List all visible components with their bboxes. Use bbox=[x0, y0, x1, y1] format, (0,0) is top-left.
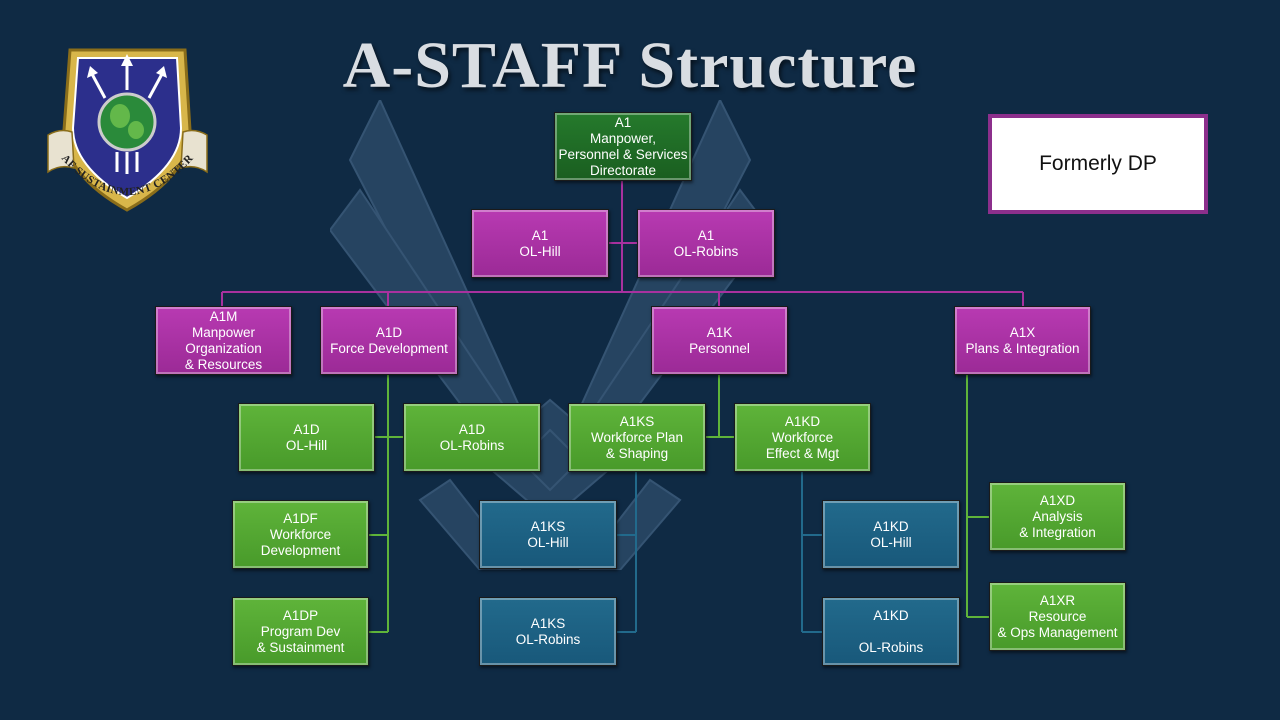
box-a1-ol-robins[interactable]: A1 OL-Robins bbox=[637, 209, 775, 278]
a1d-connectors bbox=[369, 375, 403, 633]
box-a1ks-ol-robins[interactable]: A1KS OL-Robins bbox=[479, 597, 617, 666]
magenta-connectors bbox=[221, 180, 1024, 306]
box-a1-ol-hill[interactable]: A1 OL-Hill bbox=[471, 209, 609, 278]
a1x-connectors bbox=[966, 375, 989, 618]
box-a1k[interactable]: A1K Personnel bbox=[651, 306, 788, 375]
af-sustainment-center-shield-icon: AF SUSTAINMENT CENTER bbox=[47, 48, 208, 212]
a1k-connectors bbox=[705, 375, 734, 438]
box-a1df[interactable]: A1DF Workforce Development bbox=[232, 500, 369, 569]
box-a1kd[interactable]: A1KD Workforce Effect & Mgt bbox=[734, 403, 871, 472]
box-a1m[interactable]: A1M Manpower Organization & Resources bbox=[155, 306, 292, 375]
box-a1xr[interactable]: A1XR Resource & Ops Management bbox=[989, 582, 1126, 651]
box-a1kd-ol-robins[interactable]: A1KD OL-Robins bbox=[822, 597, 960, 666]
box-a1d-ol-robins[interactable]: A1D OL-Robins bbox=[403, 403, 541, 472]
page-title: A-STAFF Structure bbox=[342, 29, 918, 102]
box-a1dp[interactable]: A1DP Program Dev & Sustainment bbox=[232, 597, 369, 666]
box-a1ks-ol-hill[interactable]: A1KS OL-Hill bbox=[479, 500, 617, 569]
box-a1-directorate[interactable]: A1 Manpower, Personnel & Services Direct… bbox=[554, 112, 692, 181]
blue-connectors bbox=[616, 471, 822, 633]
box-a1kd-ol-hill[interactable]: A1KD OL-Hill bbox=[822, 500, 960, 569]
box-a1x[interactable]: A1X Plans & Integration bbox=[954, 306, 1091, 375]
note-formerly-dp: Formerly DP bbox=[988, 114, 1208, 214]
box-a1d-ol-hill[interactable]: A1D OL-Hill bbox=[238, 403, 375, 472]
box-a1xd[interactable]: A1XD Analysis & Integration bbox=[989, 482, 1126, 551]
box-a1d[interactable]: A1D Force Development bbox=[320, 306, 458, 375]
box-a1ks[interactable]: A1KS Workforce Plan & Shaping bbox=[568, 403, 706, 472]
